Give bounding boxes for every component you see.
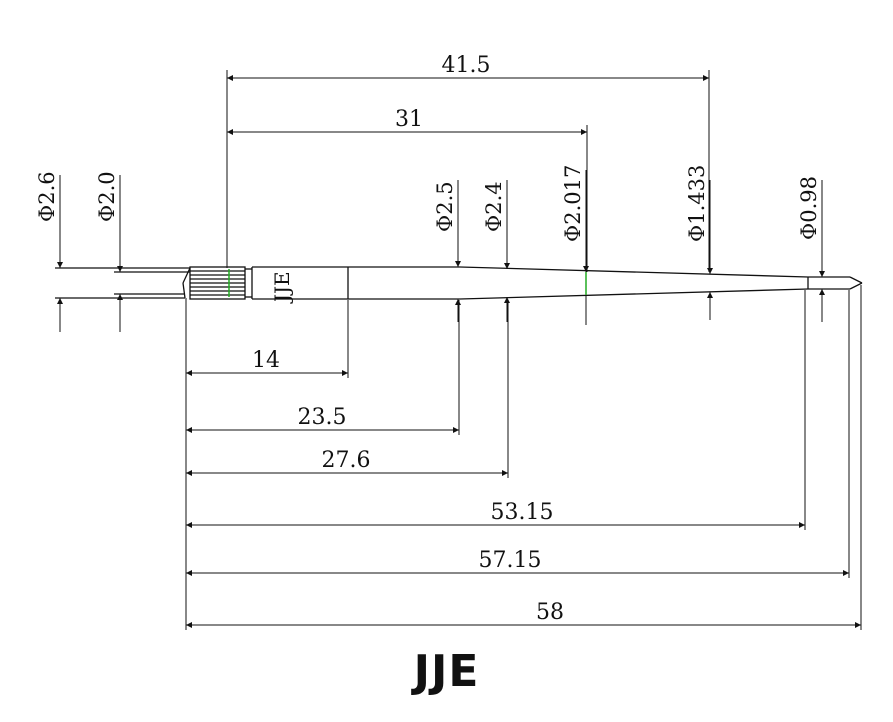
dim-23-5: 23.5 <box>298 405 347 430</box>
dim-41-5: 41.5 <box>442 53 491 78</box>
diameter-dimension-lines <box>57 170 825 332</box>
dia-2-6: Φ2.6 <box>35 171 59 222</box>
brand-logo-text: JJE <box>413 646 480 697</box>
knurl-lines <box>190 270 245 296</box>
dim-58: 58 <box>536 600 564 625</box>
horizontal-dimension-lines <box>186 75 861 628</box>
dia-2-017: Φ2.017 <box>561 165 585 242</box>
dia-1-433: Φ1.433 <box>685 165 709 242</box>
dim-14: 14 <box>252 348 280 373</box>
extension-lines <box>185 70 862 630</box>
dia-2-5: Φ2.5 <box>433 181 457 232</box>
probe-body-outline <box>55 266 863 300</box>
dim-27-6: 27.6 <box>322 448 371 473</box>
part-marking: JJE <box>270 271 294 304</box>
dia-2-4: Φ2.4 <box>482 181 506 232</box>
dia-0-98: Φ0.98 <box>797 176 821 240</box>
dim-53-15: 53.15 <box>491 500 554 525</box>
dim-57-15: 57.15 <box>479 548 542 573</box>
dia-2-0: Φ2.0 <box>95 171 119 222</box>
green-marks <box>228 269 587 297</box>
dim-31: 31 <box>395 107 423 132</box>
